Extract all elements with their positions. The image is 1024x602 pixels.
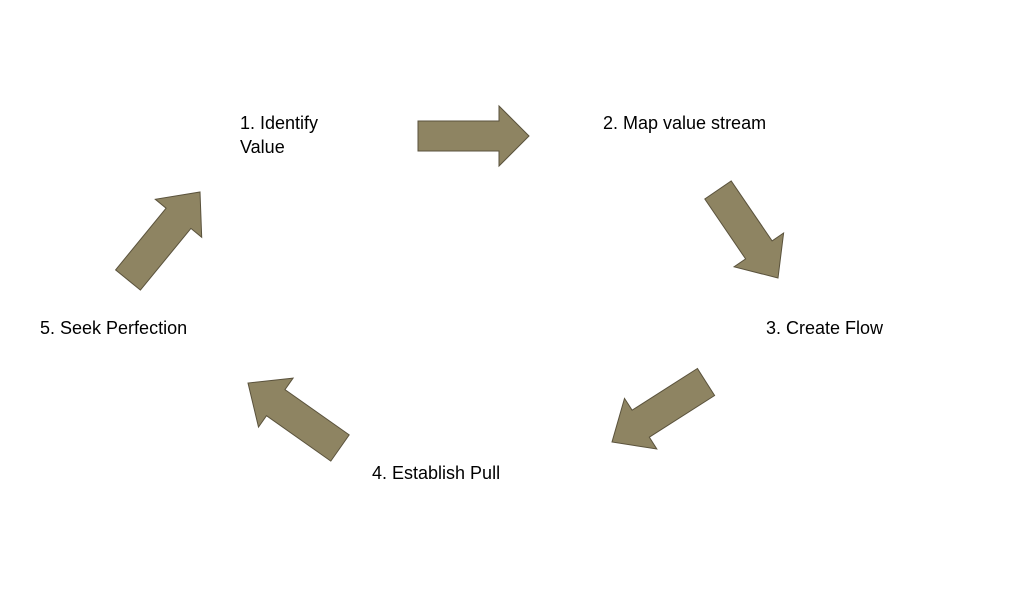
right-arrow-icon <box>417 104 530 168</box>
step-label-line: 2. Map value stream <box>603 113 767 133</box>
step-label-line: 4. Establish Pull <box>372 463 501 483</box>
up-right-arrow-icon <box>114 191 203 291</box>
step-create-flow: 3. Create Flow <box>766 316 883 340</box>
down-right-arrow-icon <box>704 180 785 279</box>
step-establish-pull: 4. Establish Pull <box>372 461 500 485</box>
step-map-value-stream: 2. Map value stream <box>603 111 766 135</box>
up-left-arrow-icon <box>247 377 350 462</box>
step-seek-perfection: 5. Seek Perfection <box>40 316 187 340</box>
step-label-line: 3. Create Flow <box>766 318 884 338</box>
step-label-line: 1. Identify <box>240 113 319 133</box>
step-identify-value: 1. Identify Value <box>240 111 318 159</box>
step-label-line: Value <box>240 137 285 157</box>
step-label-line: 5. Seek Perfection <box>40 318 188 338</box>
down-left-arrow-icon <box>611 367 716 450</box>
